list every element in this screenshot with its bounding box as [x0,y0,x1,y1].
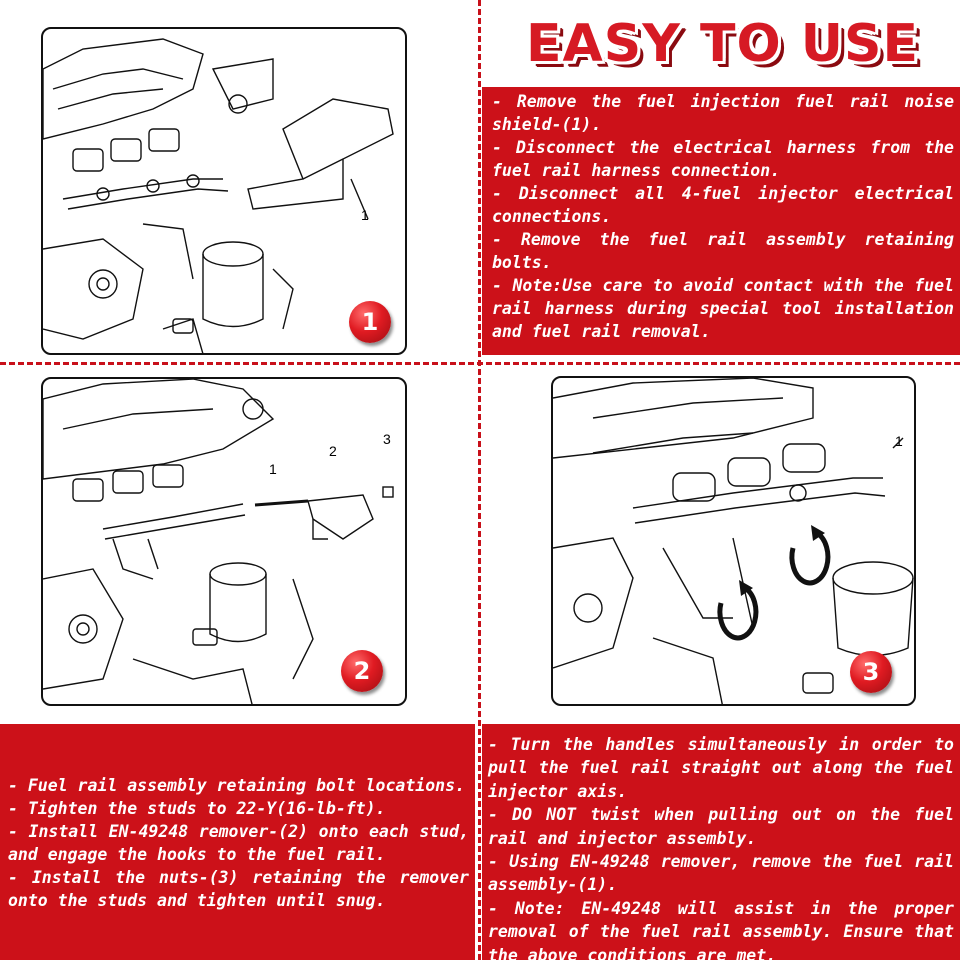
horizontal-dashed-divider [0,362,960,365]
step-2-instructions-box: - Fuel rail assembly retaining bolt loca… [0,724,475,960]
step-1-badge: 1 [349,301,391,343]
step-3-illustration: 1 3 [551,376,916,706]
step-3-instructions-box: - Turn the handles simultaneously in ord… [482,724,960,960]
step-1-instructions: - Remove the fuel injection fuel rail no… [492,92,954,341]
callout-label: 2 [329,443,337,459]
engine-line-drawing-2 [43,379,394,704]
step-2-illustration: 1 2 3 2 [41,377,407,706]
vertical-dashed-divider [478,0,481,960]
engine-line-drawing-1 [43,38,394,353]
rotate-arrow-icon [717,530,831,641]
page-title: EASY TO USE [526,14,919,74]
step-3-instructions: - Turn the handles simultaneously in ord… [488,735,954,960]
callout-label: 1 [269,461,277,477]
step-1-instructions-box: - Remove the fuel injection fuel rail no… [482,87,960,355]
step-3-badge: 3 [850,651,892,693]
step-2-instructions: - Fuel rail assembly retaining bolt loca… [8,776,469,910]
callout-label: 1 [895,433,903,449]
callout-label: 3 [383,431,391,447]
engine-line-drawing-3 [553,378,914,704]
step-2-badge: 2 [341,650,383,692]
step-1-illustration: 1 1 [41,27,407,355]
callout-label: 1 [361,207,369,223]
